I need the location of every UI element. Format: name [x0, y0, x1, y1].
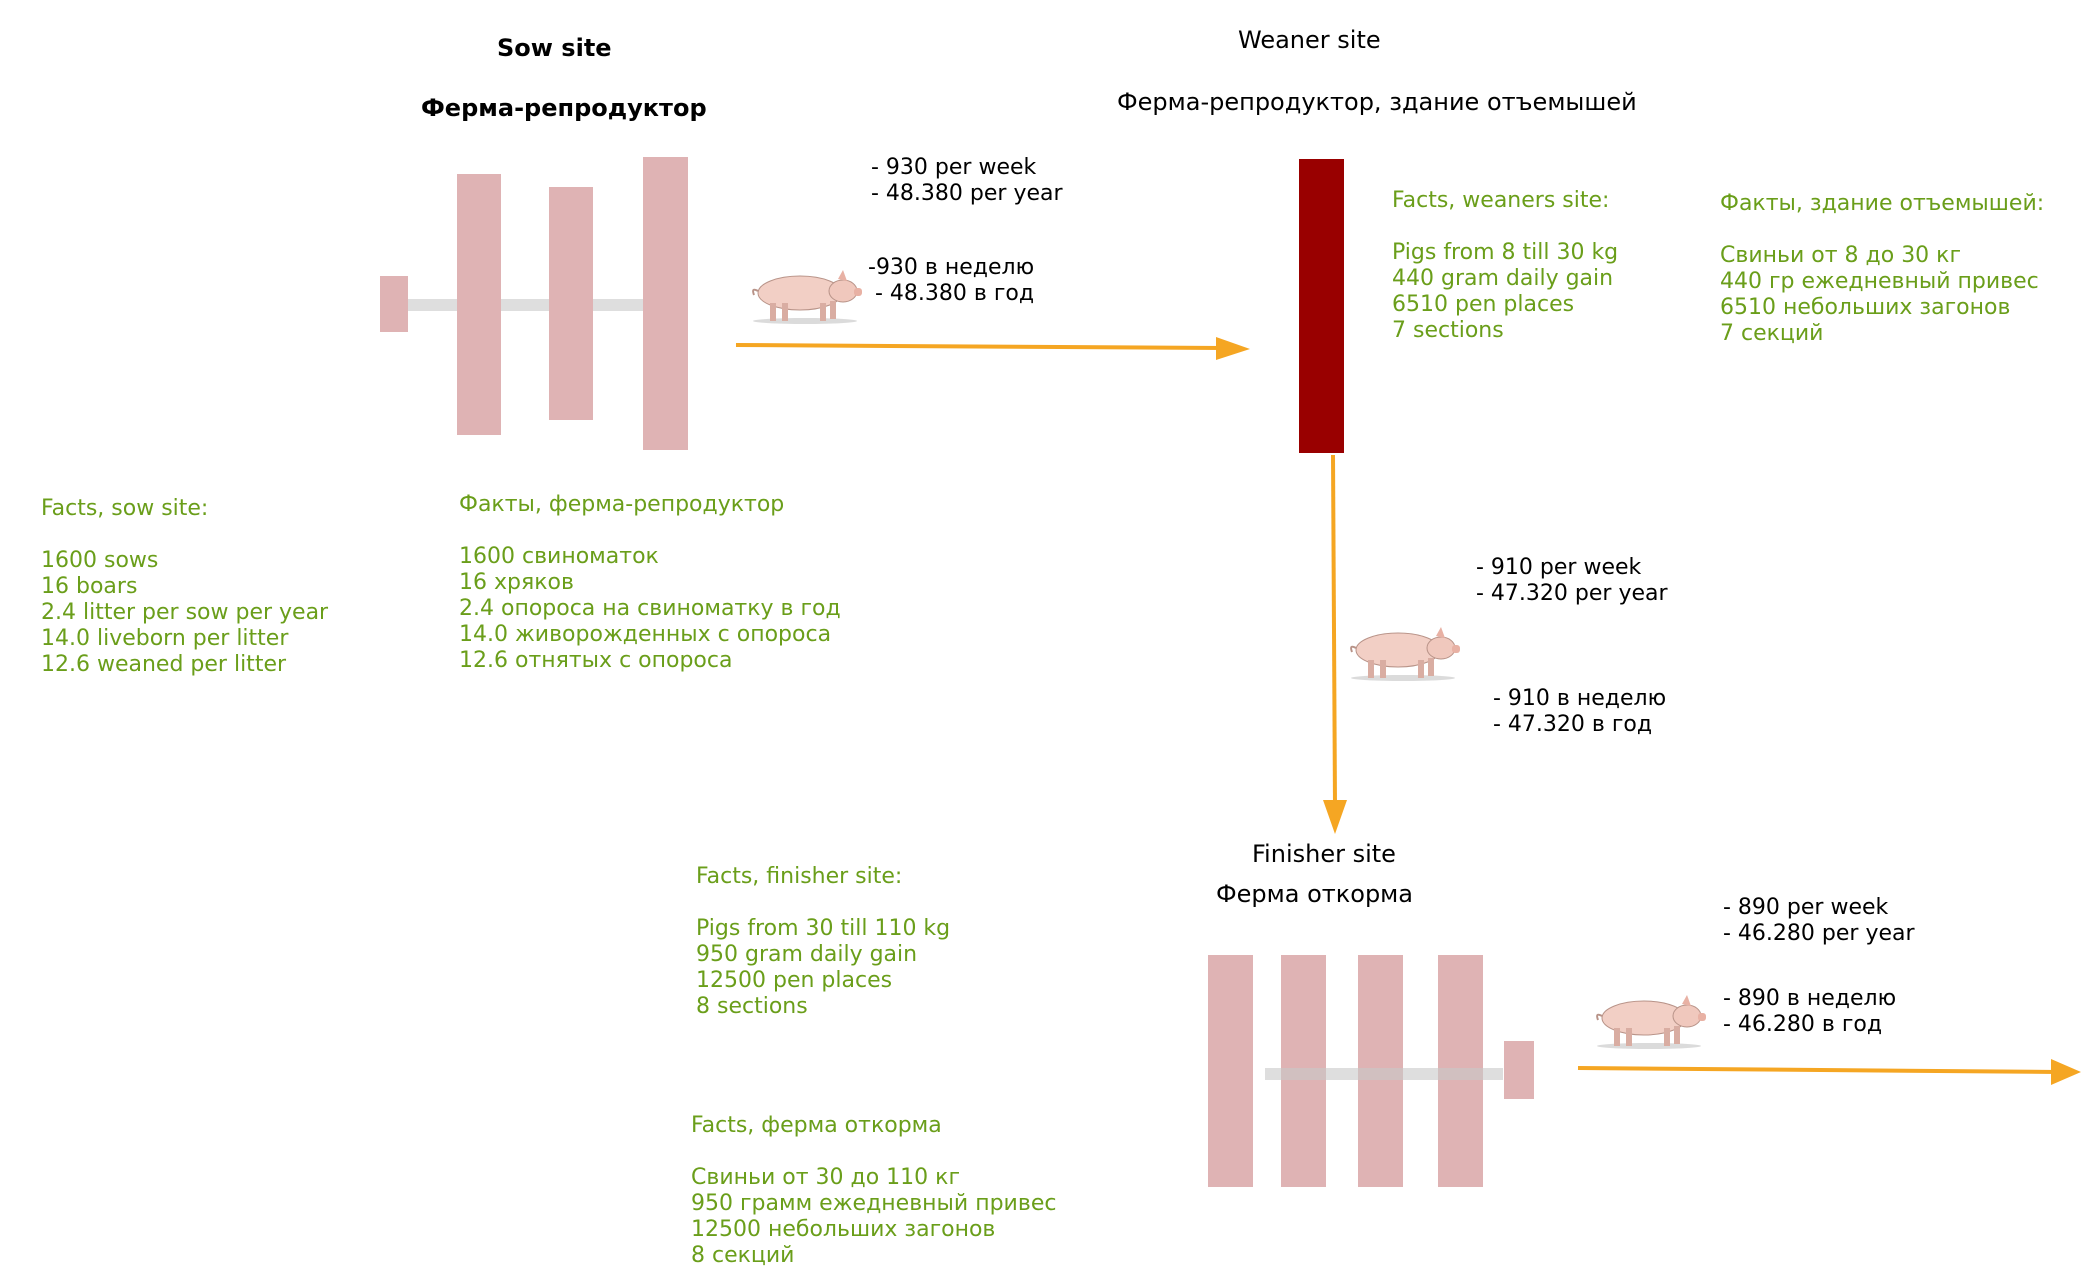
pig-icon: [752, 270, 862, 324]
arrow-finisher-out: [1577, 1066, 2059, 1074]
flow-weaner-finisher-en: - 910 per week - 47.320 per year: [1476, 555, 1668, 606]
facts-sow-site-ru: Факты, ферма-репродуктор 1600 свиноматок…: [459, 492, 841, 673]
flow-weaner-finisher-ru: - 910 в неделю - 47.320 в год: [1493, 686, 1667, 737]
flow-sow-weaner-en: - 930 per week - 48.380 per year: [871, 155, 1063, 206]
finisher-site-title: Finisher site: [1252, 840, 1396, 868]
pig-icon: [1350, 627, 1460, 681]
facts-finisher-site-en: Facts, finisher site: Pigs from 30 till …: [696, 864, 951, 1019]
sow-small-building: [380, 276, 408, 332]
flow-finisher-out-en: - 890 per week - 46.280 per year: [1723, 895, 1915, 946]
pig-icon: [1596, 995, 1706, 1049]
sow-barn-3: [643, 157, 688, 450]
sow-barn-2: [549, 187, 593, 420]
finisher-site-title-ru: Ферма откорма: [1216, 880, 1413, 908]
flow-sow-weaner-ru: -930 в неделю - 48.380 в год: [868, 255, 1035, 306]
finisher-corridor: [1265, 1068, 1503, 1080]
finisher-small-building: [1504, 1041, 1534, 1099]
facts-weaner-site-ru: Факты, здание отъемышей: Свиньи от 8 до …: [1720, 191, 2045, 346]
sow-site-title-ru: Ферма-репродуктор: [421, 94, 707, 122]
weaner-building: [1299, 159, 1344, 453]
facts-finisher-site-ru: Facts, ферма откорма Свиньи от 30 до 110…: [691, 1113, 1057, 1268]
facts-weaner-site-en: Facts, weaners site: Pigs from 8 till 30…: [1392, 188, 1619, 343]
arrow-weaner-to-finisher: [1331, 454, 1337, 807]
facts-sow-site-en: Facts, sow site: 1600 sows 16 boars 2.4 …: [41, 496, 329, 677]
weaner-site-title-ru: Ферма-репродуктор, здание отъемышей: [1117, 88, 1637, 116]
arrow-sow-to-weaner: [735, 343, 1223, 350]
flow-finisher-out-ru: - 890 в неделю - 46.280 в год: [1723, 986, 1897, 1037]
finisher-barn-1: [1208, 955, 1253, 1187]
weaner-site-title: Weaner site: [1238, 26, 1381, 54]
sow-site-title: Sow site: [497, 34, 612, 62]
sow-barn-1: [457, 174, 501, 435]
